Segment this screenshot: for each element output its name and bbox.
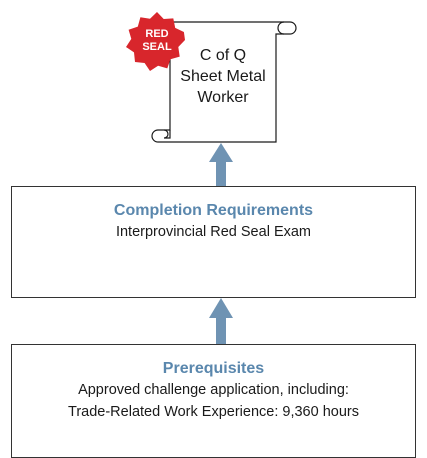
- arrow-cert-icon: [209, 143, 233, 186]
- completion-requirements-box: Completion Requirements Interprovincial …: [11, 186, 416, 298]
- certificate-scroll-icon: [151, 21, 297, 143]
- prerequisites-line-2: Trade-Related Work Experience: 9,360 hou…: [68, 404, 359, 420]
- prerequisites-title: Prerequisites: [162, 360, 265, 377]
- completion-line-1: Interprovincial Red Seal Exam: [115, 224, 312, 240]
- red-seal-icon: [126, 12, 185, 71]
- seal-line-1: RED: [145, 28, 169, 40]
- prerequisites-line-1: Approved challenge application, includin…: [78, 382, 349, 398]
- completion-title: Completion Requirements: [113, 202, 314, 219]
- certificate-line-3: Worker: [197, 89, 249, 106]
- certificate-line-1: C of Q: [199, 47, 247, 64]
- certificate-text: C of Q Sheet Metal Worker: [170, 45, 276, 108]
- arrow-completion-icon: [209, 298, 233, 344]
- red-seal-label: RED SEAL: [136, 28, 178, 54]
- prerequisites-box: Prerequisites Approved challenge applica…: [11, 344, 416, 458]
- seal-line-2: SEAL: [142, 41, 172, 53]
- certificate-line-2: Sheet Metal: [180, 68, 266, 85]
